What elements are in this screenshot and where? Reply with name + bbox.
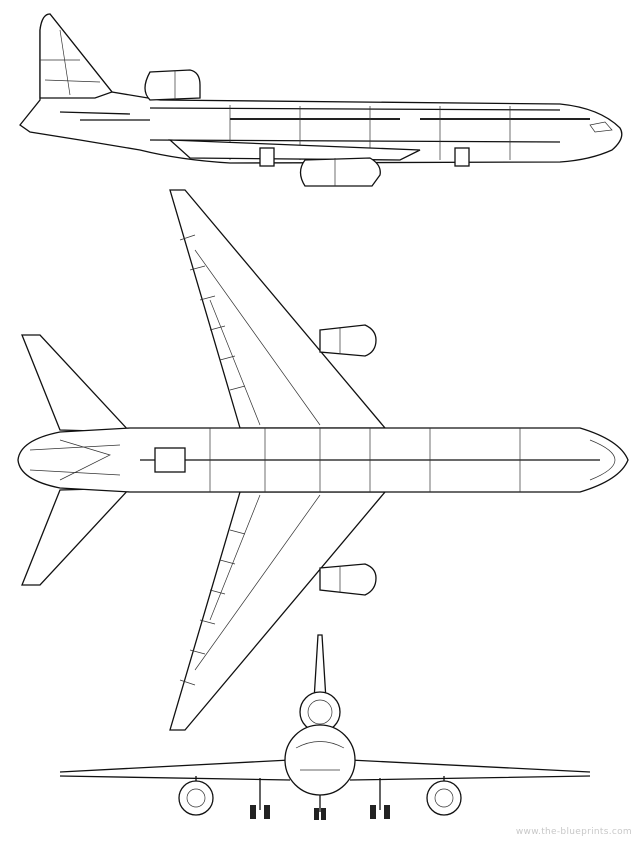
watermark: www.the-blueprints.com bbox=[515, 827, 632, 837]
side-view bbox=[19, 13, 623, 187]
top-view bbox=[17, 189, 629, 731]
front-view bbox=[59, 634, 591, 820]
